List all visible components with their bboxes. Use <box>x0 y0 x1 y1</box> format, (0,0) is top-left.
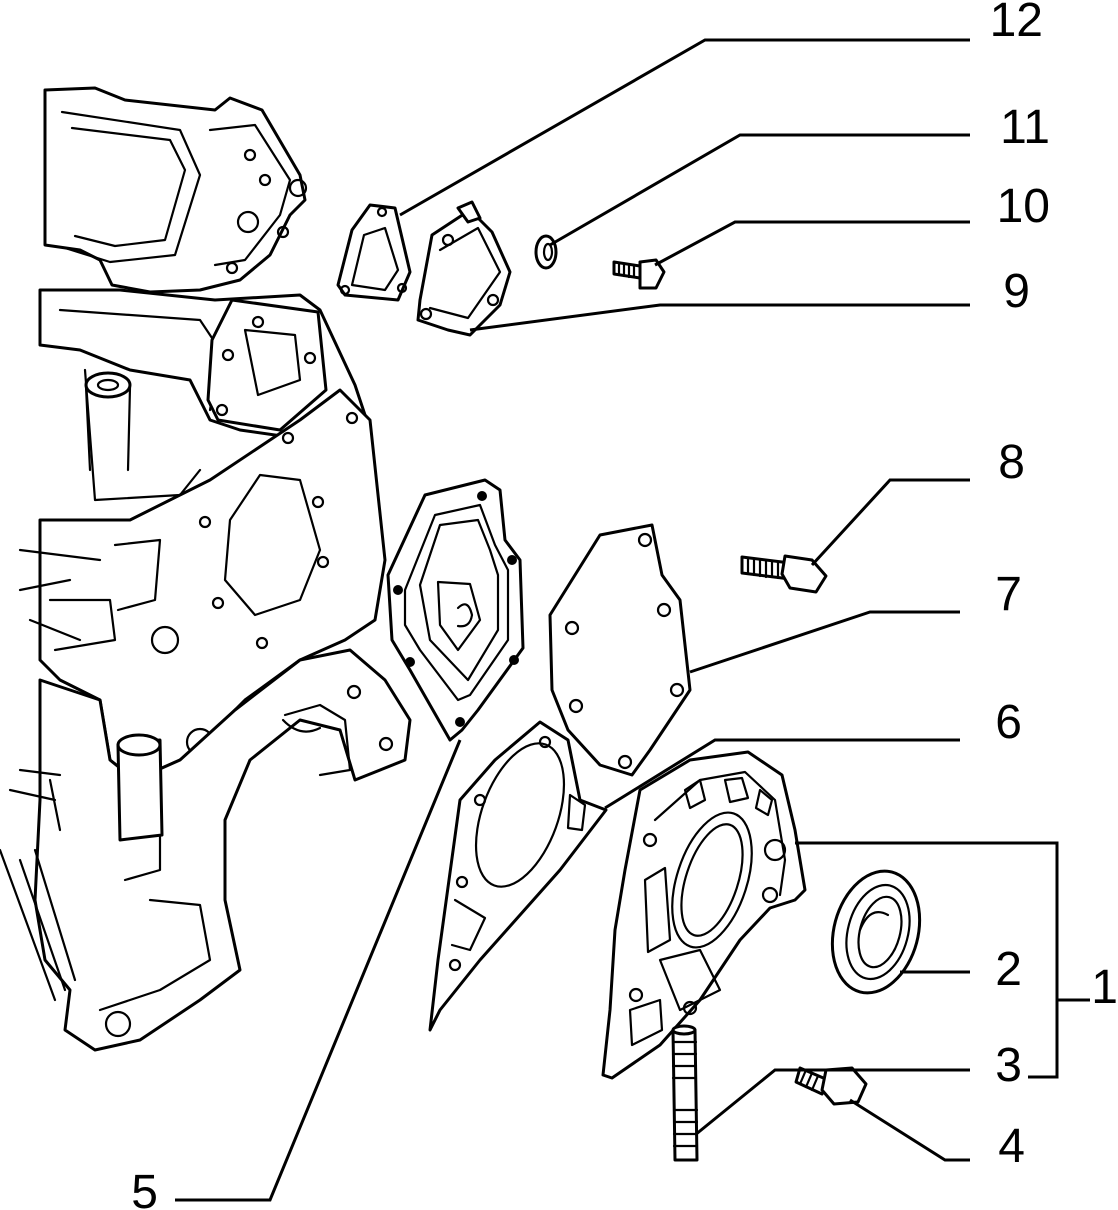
part-11-washer <box>534 234 558 270</box>
engine-block <box>0 86 412 1052</box>
part-8-bolt <box>740 554 828 594</box>
part-12-gasket <box>336 203 412 302</box>
callout-4: 4 <box>998 1120 1025 1173</box>
callout-8: 8 <box>998 436 1025 489</box>
callout-6: 6 <box>995 696 1022 749</box>
callout-12: 12 <box>990 0 1043 47</box>
part-1-cover <box>601 750 807 1080</box>
part-3-stud <box>671 1024 699 1162</box>
callout-9: 9 <box>1003 265 1030 318</box>
callout-labels: 12 11 10 9 8 7 6 2 1 3 4 5 <box>131 0 1118 1210</box>
part-5-gasket <box>386 478 525 742</box>
part-2-seal <box>830 869 922 995</box>
callout-5: 5 <box>131 1166 158 1210</box>
callout-1: 1 <box>1091 961 1118 1014</box>
callout-7: 7 <box>995 568 1022 621</box>
leader-lines <box>175 38 1090 1202</box>
callout-11: 11 <box>1000 101 1050 154</box>
part-7-plate <box>548 523 692 777</box>
callout-3: 3 <box>995 1039 1022 1092</box>
part-10-bolt <box>612 258 666 290</box>
part-9-cover <box>416 200 512 337</box>
part-4-bolt <box>794 1066 868 1106</box>
callout-10: 10 <box>997 180 1050 233</box>
part-6-gasket <box>428 720 608 1032</box>
callout-2: 2 <box>995 943 1022 996</box>
